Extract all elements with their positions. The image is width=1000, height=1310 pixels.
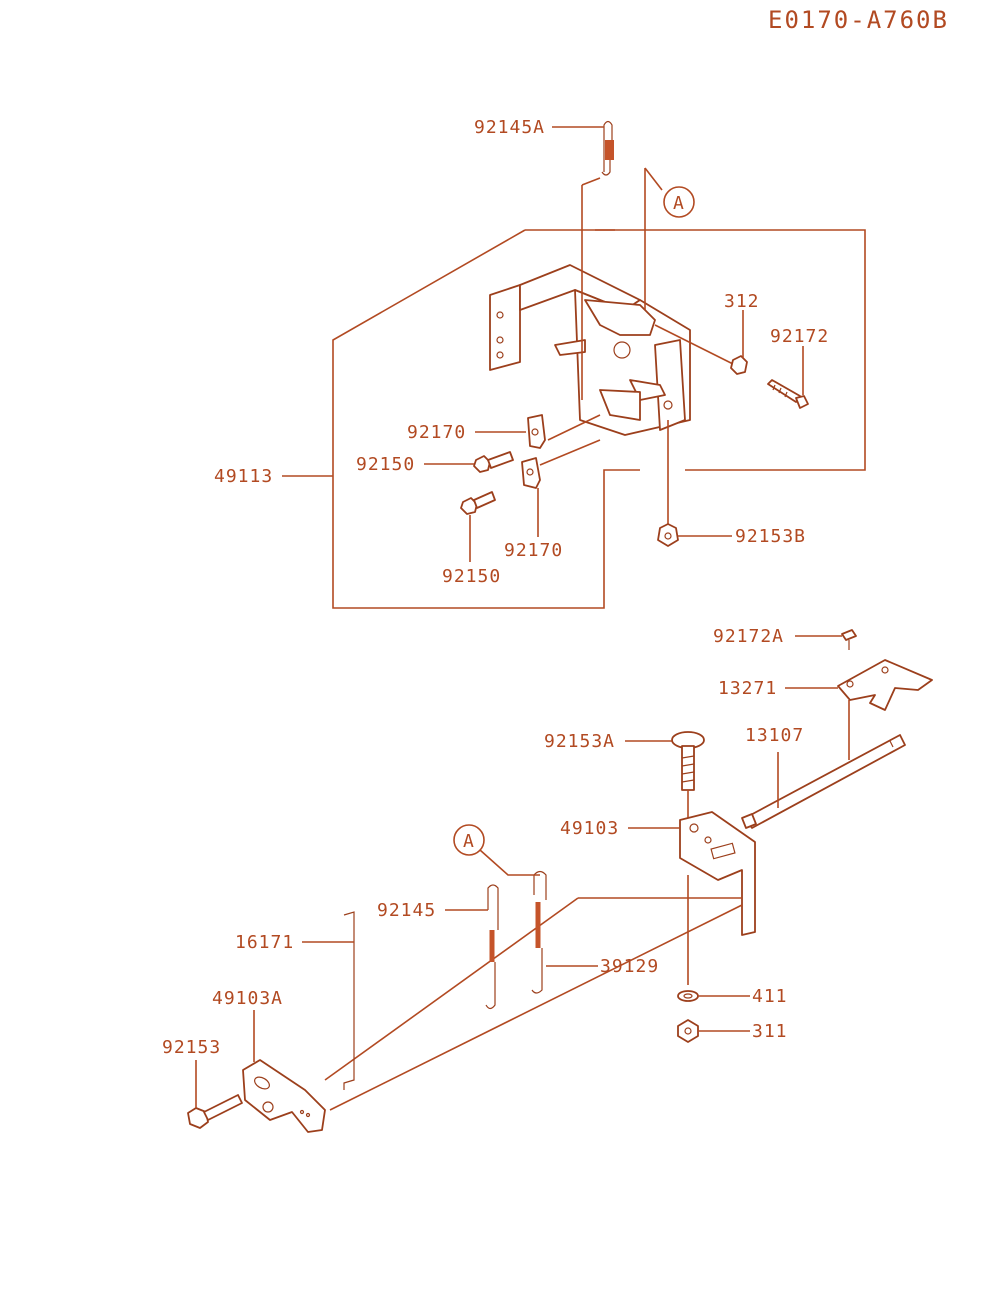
lever-49103 — [679, 811, 756, 985]
label-411: 411 — [752, 986, 788, 1007]
bolt-92153A — [671, 731, 705, 818]
nut-311 — [677, 1019, 699, 1043]
spring-39129 — [531, 870, 598, 994]
bolt-92172 — [767, 346, 809, 409]
washer-411 — [677, 990, 699, 1002]
assembly-outline-49113 — [525, 229, 866, 471]
label-312: 312 — [724, 291, 760, 312]
screw-92172A — [841, 629, 857, 650]
throttle-bracket-part — [489, 264, 691, 436]
diagram-code: E0170-A760B — [768, 6, 949, 34]
nut-312 — [654, 310, 748, 375]
plate-13271 — [837, 659, 933, 760]
label-13271: 13271 — [718, 678, 777, 699]
label-49103A: 49103A — [212, 988, 283, 1009]
label-92172: 92172 — [770, 326, 829, 347]
label-92145: 92145 — [377, 900, 436, 921]
label-92150-a: 92150 — [356, 454, 415, 475]
label-92150-b: 92150 — [442, 566, 501, 587]
label-92172A: 92172A — [713, 626, 784, 647]
label-311: 311 — [752, 1021, 788, 1042]
spring-92145 — [485, 884, 499, 1010]
label-39129: 39129 — [600, 956, 659, 977]
label-13107: 13107 — [745, 725, 804, 746]
callout-a-upper-letter: A — [673, 193, 685, 214]
screw-92150-b — [460, 491, 496, 562]
lever-49103A — [242, 1010, 326, 1133]
label-16171: 16171 — [235, 932, 294, 953]
nut-92153B — [657, 420, 679, 547]
callout-a-lower — [453, 824, 485, 856]
label-92170-a: 92170 — [407, 422, 466, 443]
label-92153B: 92153B — [735, 526, 806, 547]
rod-16171 — [343, 911, 355, 1090]
label-92153A: 92153A — [544, 731, 615, 752]
callout-a-upper — [663, 186, 695, 218]
label-92153: 92153 — [162, 1037, 221, 1058]
clamp-92170-b — [521, 439, 601, 537]
label-49113: 49113 — [214, 466, 273, 487]
label-92170-b: 92170 — [504, 540, 563, 561]
spring-92145A — [581, 120, 614, 400]
label-49103: 49103 — [560, 818, 619, 839]
bolt-92153 — [187, 1060, 243, 1129]
callout-a-lower-letter: A — [463, 831, 475, 852]
clamp-92170-a — [527, 414, 601, 449]
screw-92150-a — [473, 451, 514, 473]
label-92145A: 92145A — [474, 117, 545, 138]
shaft-13107 — [741, 734, 906, 829]
